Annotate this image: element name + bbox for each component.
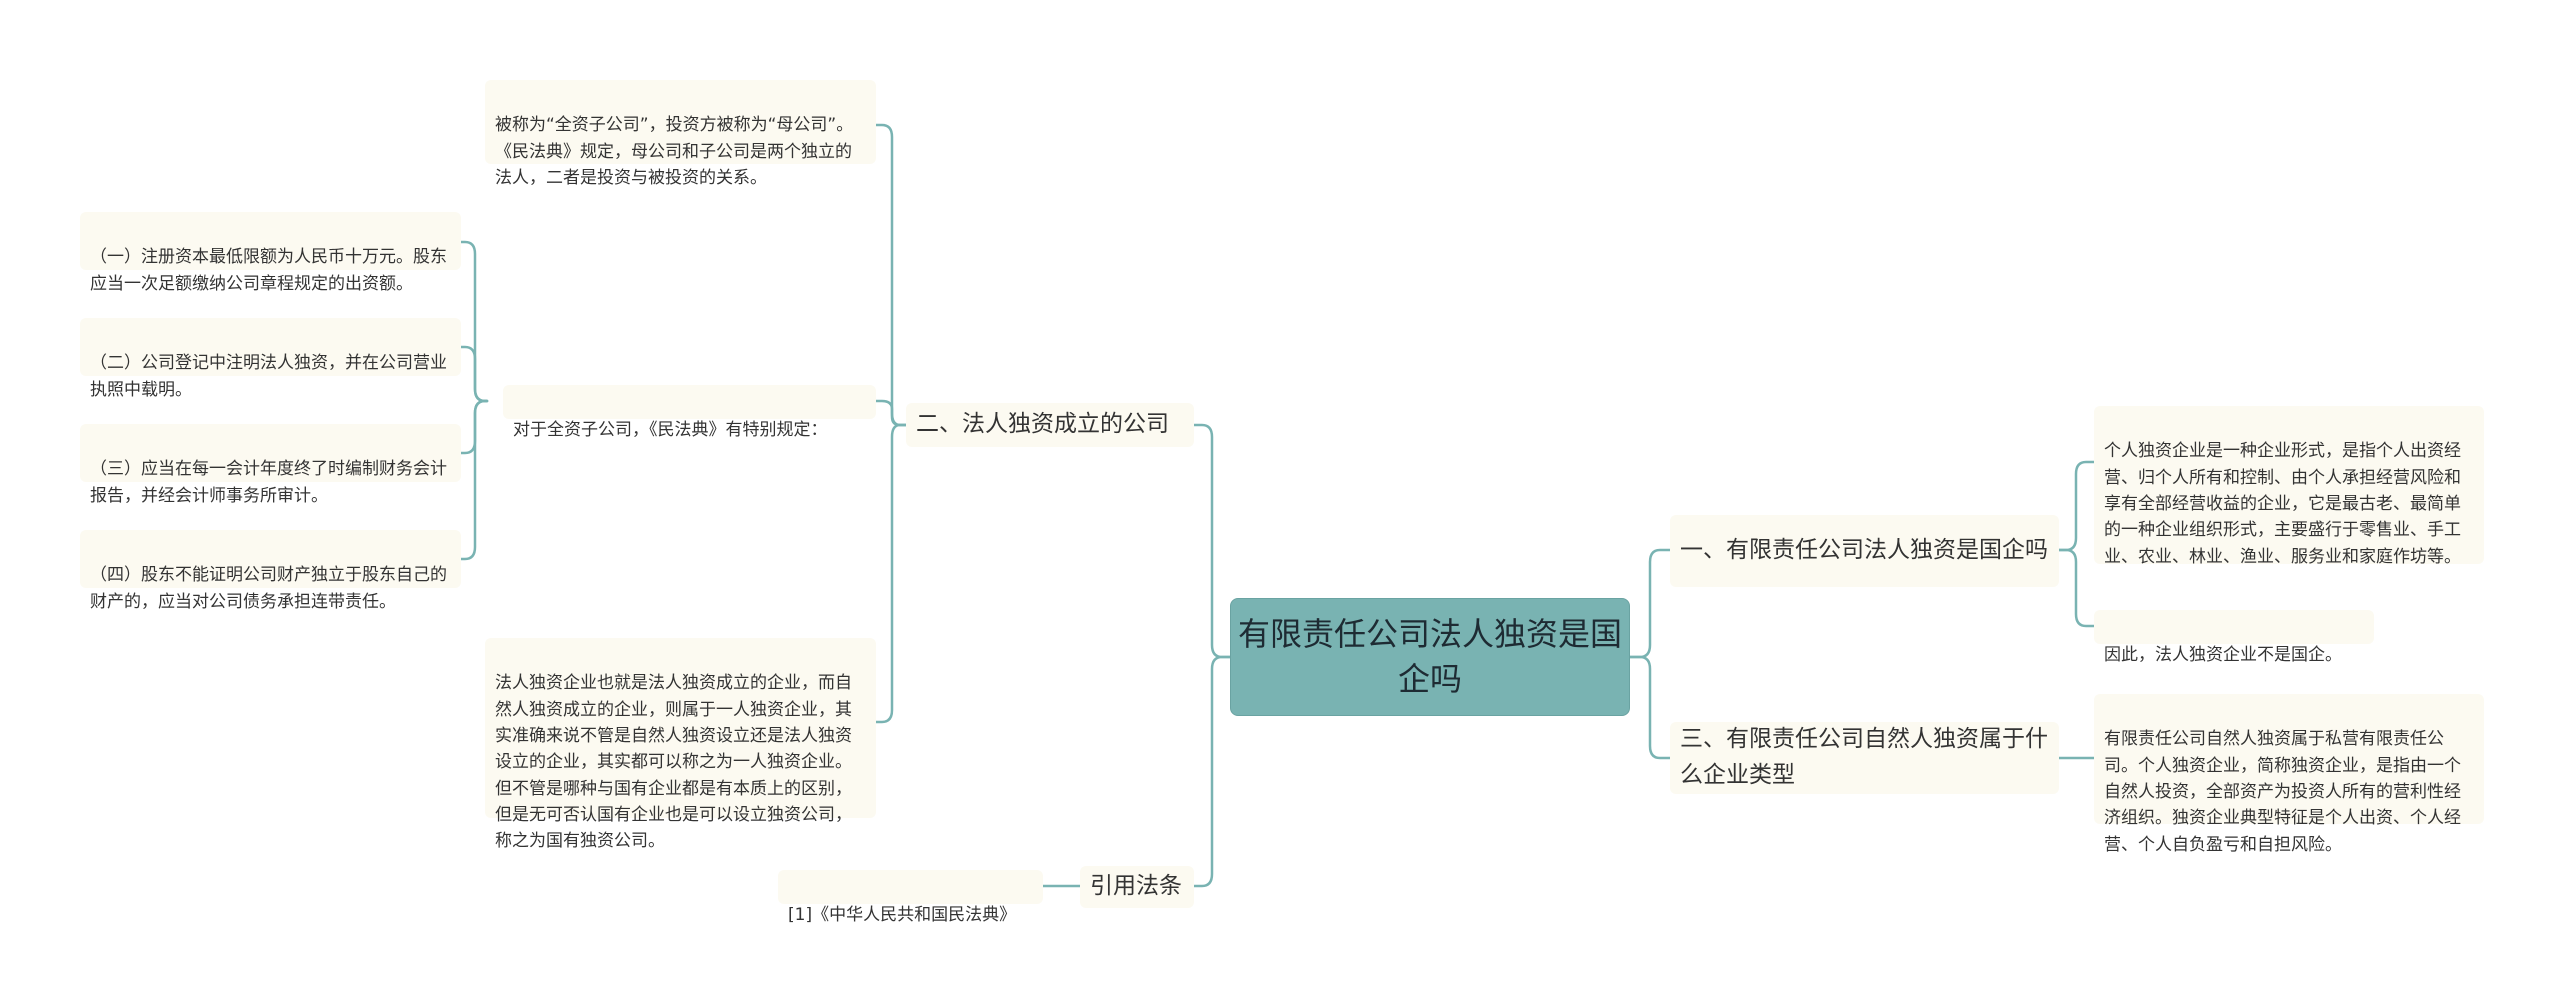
- leaf-text: （一）注册资本最低限额为人民币十万元。股东应当一次足额缴纳公司章程规定的出资额。: [90, 247, 447, 294]
- branch-is-state-owned[interactable]: 一、有限责任公司法人独资是国企吗: [1670, 515, 2059, 587]
- leaf-provision-4[interactable]: （四）股东不能证明公司财产独立于股东自己的财产的，应当对公司债务承担连带责任。: [80, 530, 461, 612]
- leaf-special-provisions[interactable]: 对于全资子公司，《民法典》有特别规定：: [503, 385, 876, 440]
- connector-b1-l2: [2057, 548, 2096, 628]
- leaf-text: 有限责任公司自然人独资属于私营有限责任公司。个人独资企业，简称独资企业，是指由一…: [2104, 729, 2461, 855]
- leaf-wholly-owned-subsidiary[interactable]: 被称为“全资子公司”，投资方被称为“母公司”。《民法典》规定，母公司和子公司是两…: [485, 80, 876, 188]
- branch-natural-person-sole[interactable]: 三、有限责任公司自然人独资属于什么企业类型: [1670, 722, 2059, 794]
- branch-label: 二、法人独资成立的公司: [916, 411, 1169, 438]
- connector-b2l2-c2: [459, 345, 489, 403]
- leaf-text: （二）公司登记中注明法人独资，并在公司营业执照中载明。: [90, 353, 447, 400]
- leaf-text: 法人独资企业也就是法人独资成立的企业，而自然人独资成立的企业，则属于一人独资企业…: [495, 673, 852, 852]
- connector-b2l2-c4: [459, 399, 489, 561]
- branch-label: 三、有限责任公司自然人独资属于什么企业类型: [1680, 726, 2048, 788]
- leaf-text: 因此，法人独资企业不是国企。: [2104, 645, 2342, 666]
- leaf-private-llc[interactable]: 有限责任公司自然人独资属于私营有限责任公司。个人独资企业，简称独资企业，是指由一…: [2094, 694, 2484, 855]
- leaf-text: 个人独资企业是一种企业形式，是指个人出资经营、归个人所有和控制、由个人承担经营风…: [2104, 441, 2461, 567]
- branch-label: 一、有限责任公司法人独资是国企吗: [1680, 537, 2048, 564]
- connector-b2-l1: [874, 123, 908, 427]
- connector-root-b4: [1192, 655, 1232, 888]
- connector-root-b1: [1628, 548, 1672, 659]
- root-topic[interactable]: 有限责任公司法人独资是国企吗: [1230, 598, 1630, 716]
- connector-root-b3: [1628, 655, 1672, 760]
- branch-cited-law[interactable]: 引用法条: [1080, 866, 1194, 908]
- leaf-text: （三）应当在每一会计年度终了时编制财务会计报告，并经会计师事务所审计。: [90, 459, 447, 506]
- leaf-text: 被称为“全资子公司”，投资方被称为“母公司”。《民法典》规定，母公司和子公司是两…: [495, 115, 854, 189]
- leaf-provision-2[interactable]: （二）公司登记中注明法人独资，并在公司营业执照中载明。: [80, 318, 461, 400]
- branch-legal-person-sole[interactable]: 二、法人独资成立的公司: [906, 403, 1194, 447]
- leaf-text: （四）股东不能证明公司财产独立于股东自己的财产的，应当对公司债务承担连带责任。: [90, 565, 447, 612]
- leaf-provision-3[interactable]: （三）应当在每一会计年度终了时编制财务会计报告，并经会计师事务所审计。: [80, 424, 461, 506]
- leaf-not-state-owned[interactable]: 因此，法人独资企业不是国企。: [2094, 610, 2374, 665]
- connector-b2-l2: [874, 399, 908, 427]
- root-topic-label: 有限责任公司法人独资是国企吗: [1237, 615, 1622, 698]
- branch-label: 引用法条: [1090, 873, 1182, 900]
- leaf-sole-proprietorship-definition[interactable]: 个人独资企业是一种企业形式，是指个人出资经营、归个人所有和控制、由个人承担经营风…: [2094, 406, 2484, 567]
- connector-b2-l3: [874, 423, 908, 724]
- leaf-provision-1[interactable]: （一）注册资本最低限额为人民币十万元。股东应当一次足额缴纳公司章程规定的出资额。: [80, 212, 461, 294]
- connector-b1-l1: [2057, 460, 2096, 552]
- leaf-legal-vs-natural-person[interactable]: 法人独资企业也就是法人独资成立的企业，而自然人独资成立的企业，则属于一人独资企业…: [485, 638, 876, 851]
- leaf-text: 对于全资子公司，《民法典》有特别规定：: [513, 420, 828, 441]
- leaf-text: [1]《中华人民共和国民法典》: [788, 905, 1017, 926]
- connector-root-b2: [1192, 423, 1232, 659]
- leaf-civil-code-citation[interactable]: [1]《中华人民共和国民法典》: [778, 870, 1043, 925]
